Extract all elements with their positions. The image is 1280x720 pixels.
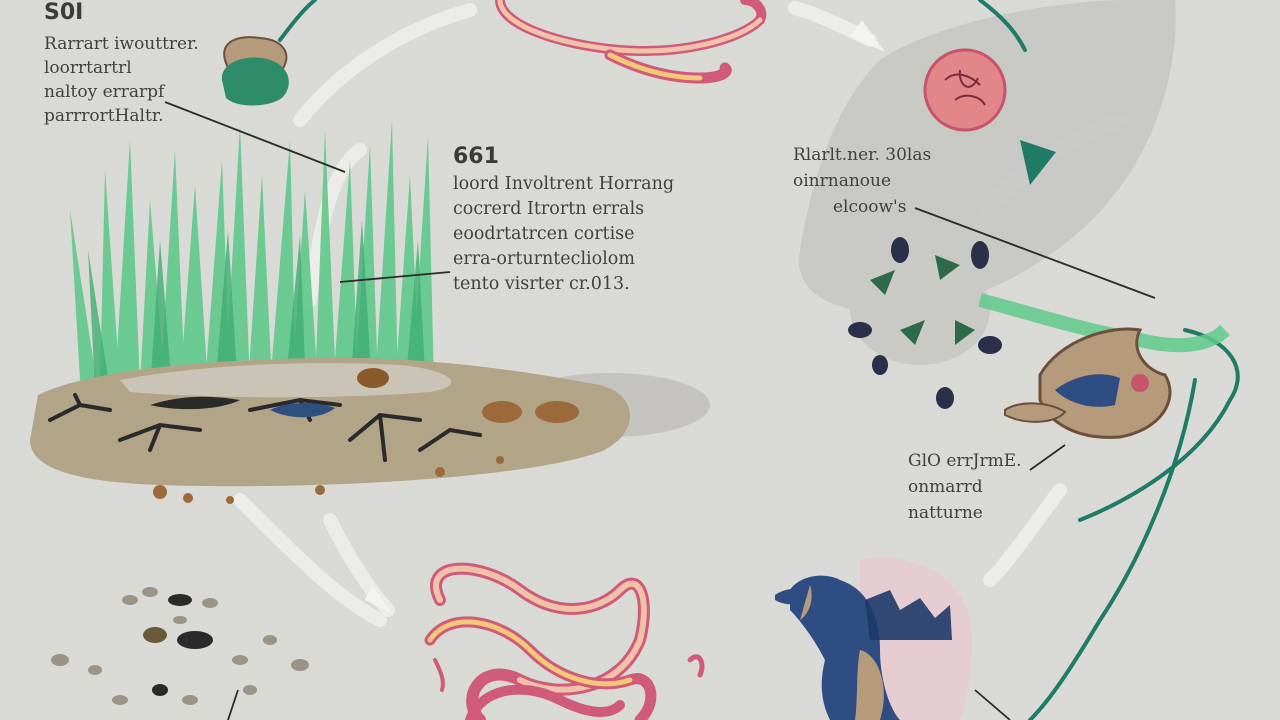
host-line-1: Rlarlt.ner. 30las	[793, 145, 932, 165]
grass-title: 661	[453, 144, 499, 169]
plant-cluster	[848, 237, 1230, 409]
grass-line-3: eoodrtatrcen cortise	[453, 224, 635, 244]
grass-line-5: tento visrter cr.013.	[453, 274, 630, 294]
host-line-3: elcoow's	[833, 197, 907, 217]
pebble-cluster	[51, 587, 309, 705]
leader-lines	[164, 101, 1156, 720]
dog-host-icon	[775, 557, 972, 720]
soil-line-1: Rarrart iwouttrer.	[44, 34, 199, 54]
grass-line-1: loord Involtrent Horrang	[453, 174, 675, 194]
animal-head-icon	[1004, 327, 1172, 439]
soil-line-3: naltoy errarpf	[44, 82, 165, 102]
grass-label: 661 loord Involtrent Horrang cocrerd Itr…	[453, 142, 674, 297]
worm-tangle	[424, 562, 705, 720]
teal-arrowhead	[1020, 140, 1056, 185]
host-label: Rlarlt.ner. 30las oinrnanoue elcoow's	[793, 142, 931, 220]
host-silhouette	[798, 0, 1176, 313]
grass-clump-dark	[88, 220, 426, 390]
egg-organism-icon	[923, 48, 1007, 132]
soil-label: S0I Rarrart iwouttrer. loorrtartrl nalto…	[44, 0, 199, 128]
soil-title: S0I	[44, 0, 84, 25]
grass-line-4: erra-orturntecliolom	[453, 249, 635, 269]
arrowhead	[365, 585, 392, 614]
soil-layer	[30, 357, 710, 504]
soil-line-4: parrrortHaltr.	[44, 106, 164, 126]
soil-line-2: loorrtartrl	[44, 58, 132, 78]
animal-line-1: GlO errJrmE.	[908, 451, 1022, 471]
animal-line-2: onmarrd	[908, 477, 983, 497]
host-line-2: oinrnanoue	[793, 171, 892, 191]
grass-line-2: cocrerd Itrortn errals	[453, 199, 645, 219]
grass-clump	[70, 120, 434, 390]
worm-top	[495, 0, 767, 84]
animal-line-3: natturne	[908, 503, 983, 523]
soil-sample-icon	[221, 36, 289, 106]
teal-cycle-line	[278, 0, 1240, 720]
animal-label: GlO errJrmE. onmarrd natturne	[908, 448, 1022, 526]
arrowhead	[850, 20, 885, 52]
